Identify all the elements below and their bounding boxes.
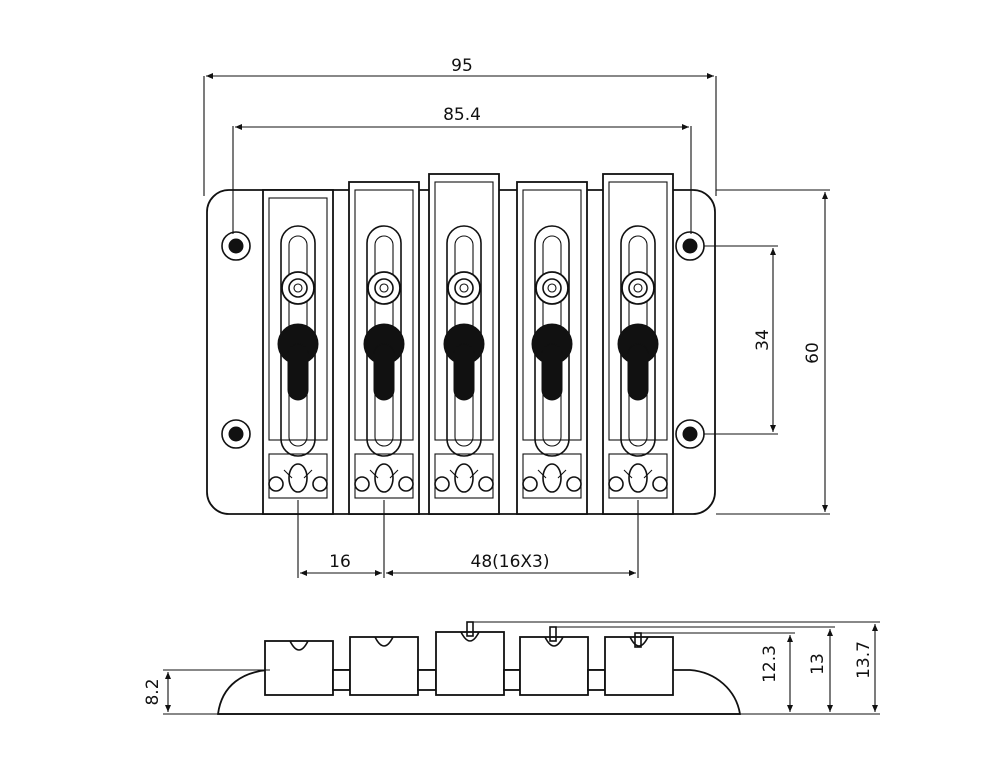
dim-saddle-mid: 13	[808, 629, 833, 712]
dim-label-85-4: 85.4	[443, 105, 481, 125]
dim-label-48: 48(16X3)	[471, 552, 550, 572]
saddle-adjust-holes	[268, 463, 328, 493]
dim-label-95: 95	[451, 56, 473, 76]
dim-label-34: 34	[753, 329, 773, 351]
dim-label-8-2: 8.2	[143, 678, 163, 705]
top-view: 95 85.4 60 34	[203, 56, 830, 578]
dim-label-13-7: 13.7	[854, 641, 874, 679]
saddle-4	[516, 181, 588, 515]
dim-label-16: 16	[329, 552, 351, 572]
saddle-screw-icon	[535, 271, 569, 305]
saddle-screw-icon	[367, 271, 401, 305]
saddle-5	[602, 173, 674, 515]
saddle-1	[262, 189, 334, 515]
saddle-screw-icon	[621, 271, 655, 305]
saddles-group	[262, 173, 674, 515]
saddle-3	[428, 173, 500, 515]
side-string-pin	[549, 626, 557, 642]
saddle-adjust-holes	[522, 463, 582, 493]
dim-label-13: 13	[808, 653, 828, 675]
side-view: 8.2 12.3 13 13.7	[143, 621, 880, 715]
saddle-screw-icon	[281, 271, 315, 305]
saddle-knob	[617, 323, 659, 401]
saddle-knob	[363, 323, 405, 401]
dim-base-height: 8.2	[143, 669, 270, 715]
dim-string-spacing: 16 48(16X3)	[297, 500, 639, 578]
saddle-adjust-holes	[608, 463, 668, 493]
saddle-screw-icon	[447, 271, 481, 305]
dim-overall-depth: 60	[716, 189, 830, 515]
dim-mount-spacing: 85.4	[232, 105, 692, 234]
dim-mount-depth: 34	[704, 245, 778, 435]
saddle-knob	[443, 323, 485, 401]
side-saddle-4	[519, 636, 589, 696]
side-saddle-5	[604, 636, 674, 696]
saddle-adjust-holes	[354, 463, 414, 493]
mount-hole-bottom-left	[221, 419, 251, 449]
dim-saddle-low: 12.3	[760, 635, 793, 712]
dim-overall-width: 95	[203, 56, 717, 196]
side-saddles-group	[264, 621, 674, 696]
saddle-adjust-holes	[434, 463, 494, 493]
side-saddle-3	[435, 631, 505, 696]
dim-saddle-high: 13.7	[854, 624, 878, 712]
dim-label-60: 60	[803, 342, 823, 364]
mount-hole-top-left	[221, 231, 251, 261]
side-saddle-2	[349, 636, 419, 696]
side-saddle-1	[264, 640, 334, 696]
dim-label-12-3: 12.3	[760, 645, 780, 683]
saddle-knob	[277, 323, 319, 401]
saddle-knob	[531, 323, 573, 401]
saddle-2	[348, 181, 420, 515]
